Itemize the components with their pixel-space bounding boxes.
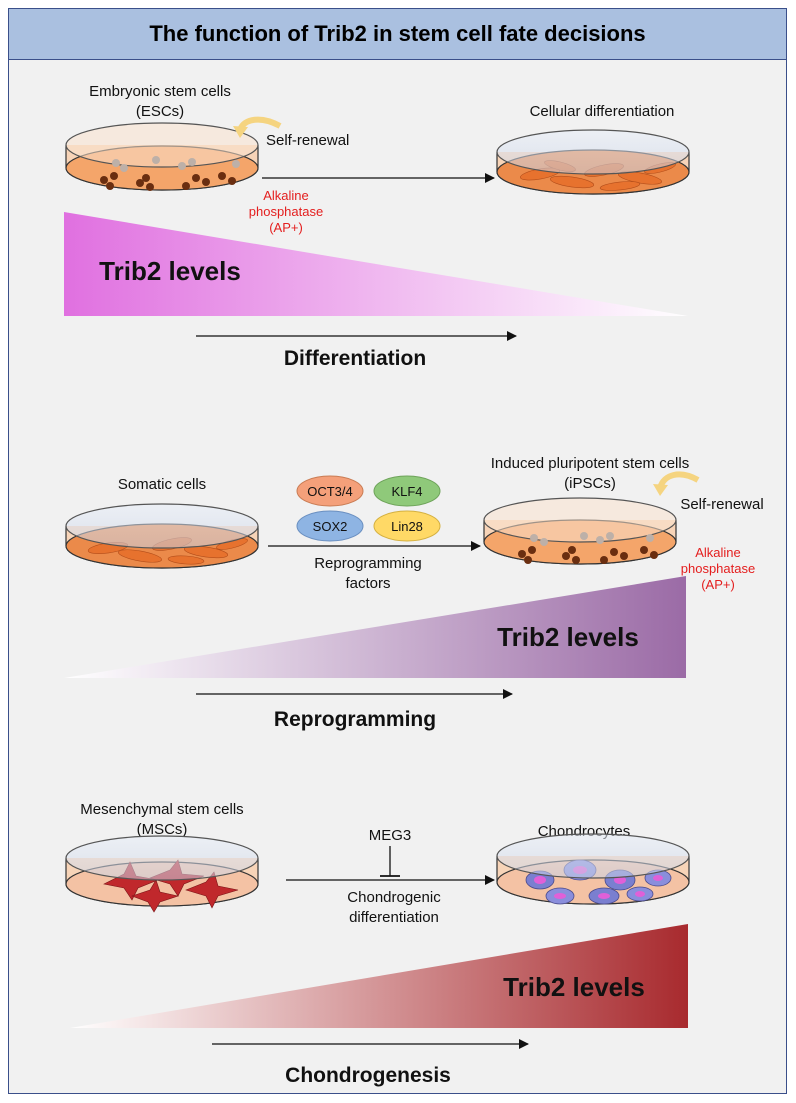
factor-lin28-label: Lin28 (391, 519, 423, 534)
factor-oct34 (296, 475, 364, 507)
ipsc-process-label: Reprogramming (274, 708, 436, 731)
somatic-label: Somatic cells (118, 476, 206, 493)
esc-label-line2: (ESCs) (136, 103, 184, 120)
esc-trib2-levels: Trib2 levels (99, 256, 241, 286)
msc-label-line2: (MSCs) (137, 821, 188, 838)
ipsc-trib2-wedge (64, 576, 686, 678)
msc-label-line1: Mesenchymal stem cells (80, 801, 243, 818)
factors-label-line2: factors (345, 575, 390, 592)
factor-sox2-label: SOX2 (313, 519, 348, 534)
ipsc-label-line2: (iPSCs) (564, 475, 616, 492)
esc-trib2-wedge (64, 212, 688, 316)
factor-oct34-label: OCT3/4 (307, 484, 353, 499)
title-bar: The function of Trib2 in stem cell fate … (8, 8, 787, 60)
panel-msc: Mesenchymal stem cells (MSCs) MEG3 Chond… (65, 801, 690, 1087)
esc-self-renewal: Self-renewal (266, 132, 349, 149)
esc-process-label: Differentiation (284, 347, 426, 370)
esc-label-line1: Embryonic stem cells (89, 83, 231, 100)
ipsc-trib2-levels: Trib2 levels (497, 622, 639, 652)
factor-klf4-label: KLF4 (391, 484, 422, 499)
factor-lin28 (373, 510, 441, 542)
ipsc-self-renewal: Self-renewal (680, 496, 763, 513)
ipsc-label-line1: Induced pluripotent stem cells (491, 455, 689, 472)
factors-label-line1: Reprogramming (314, 555, 422, 572)
esc-ap-line3: (AP+) (269, 220, 303, 235)
msc-trib2-levels: Trib2 levels (503, 972, 645, 1002)
msc-process-label: Chondrogenesis (285, 1064, 451, 1087)
ipsc-ap-line3: (AP+) (701, 577, 735, 592)
esc-ap-line2: phosphatase (249, 204, 323, 219)
msc-trib2-wedge (70, 924, 688, 1028)
msc-dish (65, 835, 259, 913)
esc-ap-line1: Alkaline (263, 188, 309, 203)
differentiated-dish (496, 129, 690, 195)
panel-ipsc: Somatic cells OCT3/4 KLF4 SOX2 Lin28 Rep… (64, 455, 764, 731)
factor-klf4 (373, 475, 441, 507)
ipsc-ap-line1: Alkaline (695, 545, 741, 560)
esc-dish (65, 122, 259, 191)
chondrogenic-label-line2: differentiation (349, 909, 439, 926)
figure-title: The function of Trib2 in stem cell fate … (149, 21, 646, 46)
somatic-dish (65, 503, 259, 569)
panel-esc: Embryonic stem cells (ESCs) Self-renewal… (64, 83, 690, 370)
ipsc-dish (483, 497, 677, 565)
factor-sox2 (296, 510, 364, 542)
esc-target-label: Cellular differentiation (530, 103, 675, 120)
chondrocyte-dish (496, 833, 690, 905)
ipsc-ap-line2: phosphatase (681, 561, 755, 576)
meg3-label: MEG3 (369, 827, 412, 844)
chondrogenic-label-line1: Chondrogenic (347, 889, 441, 906)
